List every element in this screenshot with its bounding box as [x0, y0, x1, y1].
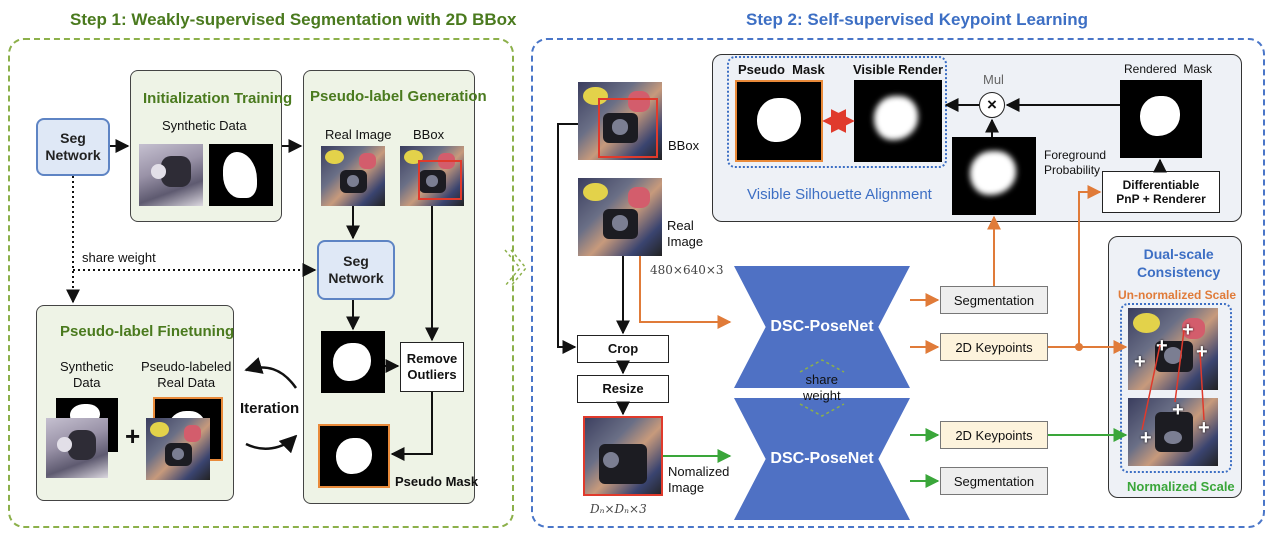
finetune-synthetic-label: Synthetic Data	[60, 359, 114, 391]
correspondence-line-1	[1174, 329, 1185, 403]
dual-scale-title: Dual-scale Consistency	[1137, 246, 1221, 280]
correspondence-line-3	[1199, 351, 1205, 421]
rendered-mask-image	[1120, 80, 1202, 158]
resize-box: Resize	[577, 375, 669, 403]
real-image-label-step2: Real Image	[667, 218, 704, 250]
real-image-step2	[578, 178, 662, 256]
iteration-label: Iteration	[240, 400, 300, 417]
keypoints-output-top: 2D Keypoints	[940, 333, 1048, 361]
share-weight-label-step1: share weight	[82, 250, 156, 265]
transition-chevron-2	[510, 249, 527, 287]
foreground-probability-image	[952, 137, 1036, 215]
real-image-step1	[321, 146, 385, 206]
synthetic-mask	[209, 144, 273, 206]
differentiable-pnp-renderer-box: Differentiable PnP + Renderer	[1102, 171, 1220, 213]
step2-title: Step 2: Self-supervised Keypoint Learnin…	[746, 10, 1088, 29]
segmentation-output-bottom: Segmentation	[940, 467, 1048, 495]
foreground-probability-label: Foreground Probability	[1044, 148, 1107, 177]
bbox-rectangle	[418, 160, 462, 200]
finetune-synthetic-image	[46, 418, 108, 478]
predicted-mask	[321, 331, 385, 393]
keypoints-output-bottom: 2D Keypoints	[940, 421, 1048, 449]
bbox-image-step2	[578, 82, 662, 160]
pseudo-mask-label: Pseudo Mask	[395, 474, 479, 489]
synthetic-data-label: Synthetic Data	[162, 118, 247, 133]
correspondence-line-2	[1141, 344, 1161, 431]
pseudo-mask-image	[318, 424, 390, 488]
rendered-mask-label: Rendered Mask	[1124, 62, 1213, 76]
visible-render-image	[854, 80, 942, 162]
normalized-image	[583, 416, 663, 496]
seg-network-middle: Seg Network	[317, 240, 395, 300]
mul-label: Mul	[983, 72, 1004, 87]
normalized-image-label: Nomalized Image	[668, 464, 730, 496]
segmentation-output-top: Segmentation	[940, 286, 1048, 314]
arrow-remove-to-pseudo	[390, 392, 433, 461]
initialization-training-title: Initialization Training	[143, 90, 293, 107]
bbox-label-step1: BBox	[413, 127, 445, 142]
iteration-arrow-bottom	[245, 434, 298, 454]
pseudo-mask-step2	[735, 80, 823, 162]
share-weight-up-arrow	[799, 359, 845, 373]
bbox-image-step1	[400, 146, 464, 206]
arrow-real-to-posenet	[639, 256, 732, 329]
normalized-image-dims: Dₙ×Dₙ×3	[590, 502, 647, 516]
finetune-pseudo-labeled-label: Pseudo-labeled Real Data	[141, 359, 232, 391]
seg-network-left: Seg Network	[36, 118, 110, 176]
share-weight-label-step2: share weight	[803, 372, 841, 404]
bbox-rectangle-step2	[598, 98, 658, 158]
bbox-label-step2: BBox	[668, 138, 700, 153]
visible-silhouette-alignment-label: Visible Silhouette Alignment	[747, 186, 932, 203]
arrow-kp-to-pnp	[1078, 185, 1102, 347]
multiply-node: ×	[979, 92, 1005, 118]
step1-title: Step 1: Weakly-supervised Segmentation w…	[70, 10, 517, 29]
step2-container	[531, 38, 1265, 528]
real-image-dims: 480×640×3	[650, 263, 724, 277]
dual-scale-inner-dotted	[1120, 303, 1232, 473]
synthetic-image	[139, 144, 203, 206]
iteration-arrow-top	[244, 357, 298, 389]
finetune-real-image	[146, 418, 210, 480]
unnormalized-keypoint-image: ++++	[1128, 308, 1218, 390]
visible-render-label: Visible Render	[853, 62, 944, 77]
plus-sign: +	[125, 421, 141, 451]
pseudo-label-finetuning-title: Pseudo-label Finetuning	[60, 323, 235, 340]
orange-junction	[1075, 343, 1083, 351]
real-image-label-step1: Real Image	[325, 127, 392, 142]
unnormalized-scale-label: Un-normalized Scale	[1118, 288, 1237, 302]
pseudo-mask-label-step2: Pseudo Mask	[738, 62, 825, 77]
normalized-scale-label: Normalized Scale	[1127, 479, 1235, 494]
remove-outliers-box: Remove Outliers	[400, 342, 464, 392]
silhouette-inner-dotted	[727, 56, 947, 168]
arrow-bbox-to-crop	[557, 123, 578, 354]
transition-chevron	[504, 249, 521, 287]
pseudo-label-generation-title: Pseudo-label Generation	[310, 88, 487, 105]
share-weight-down-arrow	[799, 403, 845, 417]
